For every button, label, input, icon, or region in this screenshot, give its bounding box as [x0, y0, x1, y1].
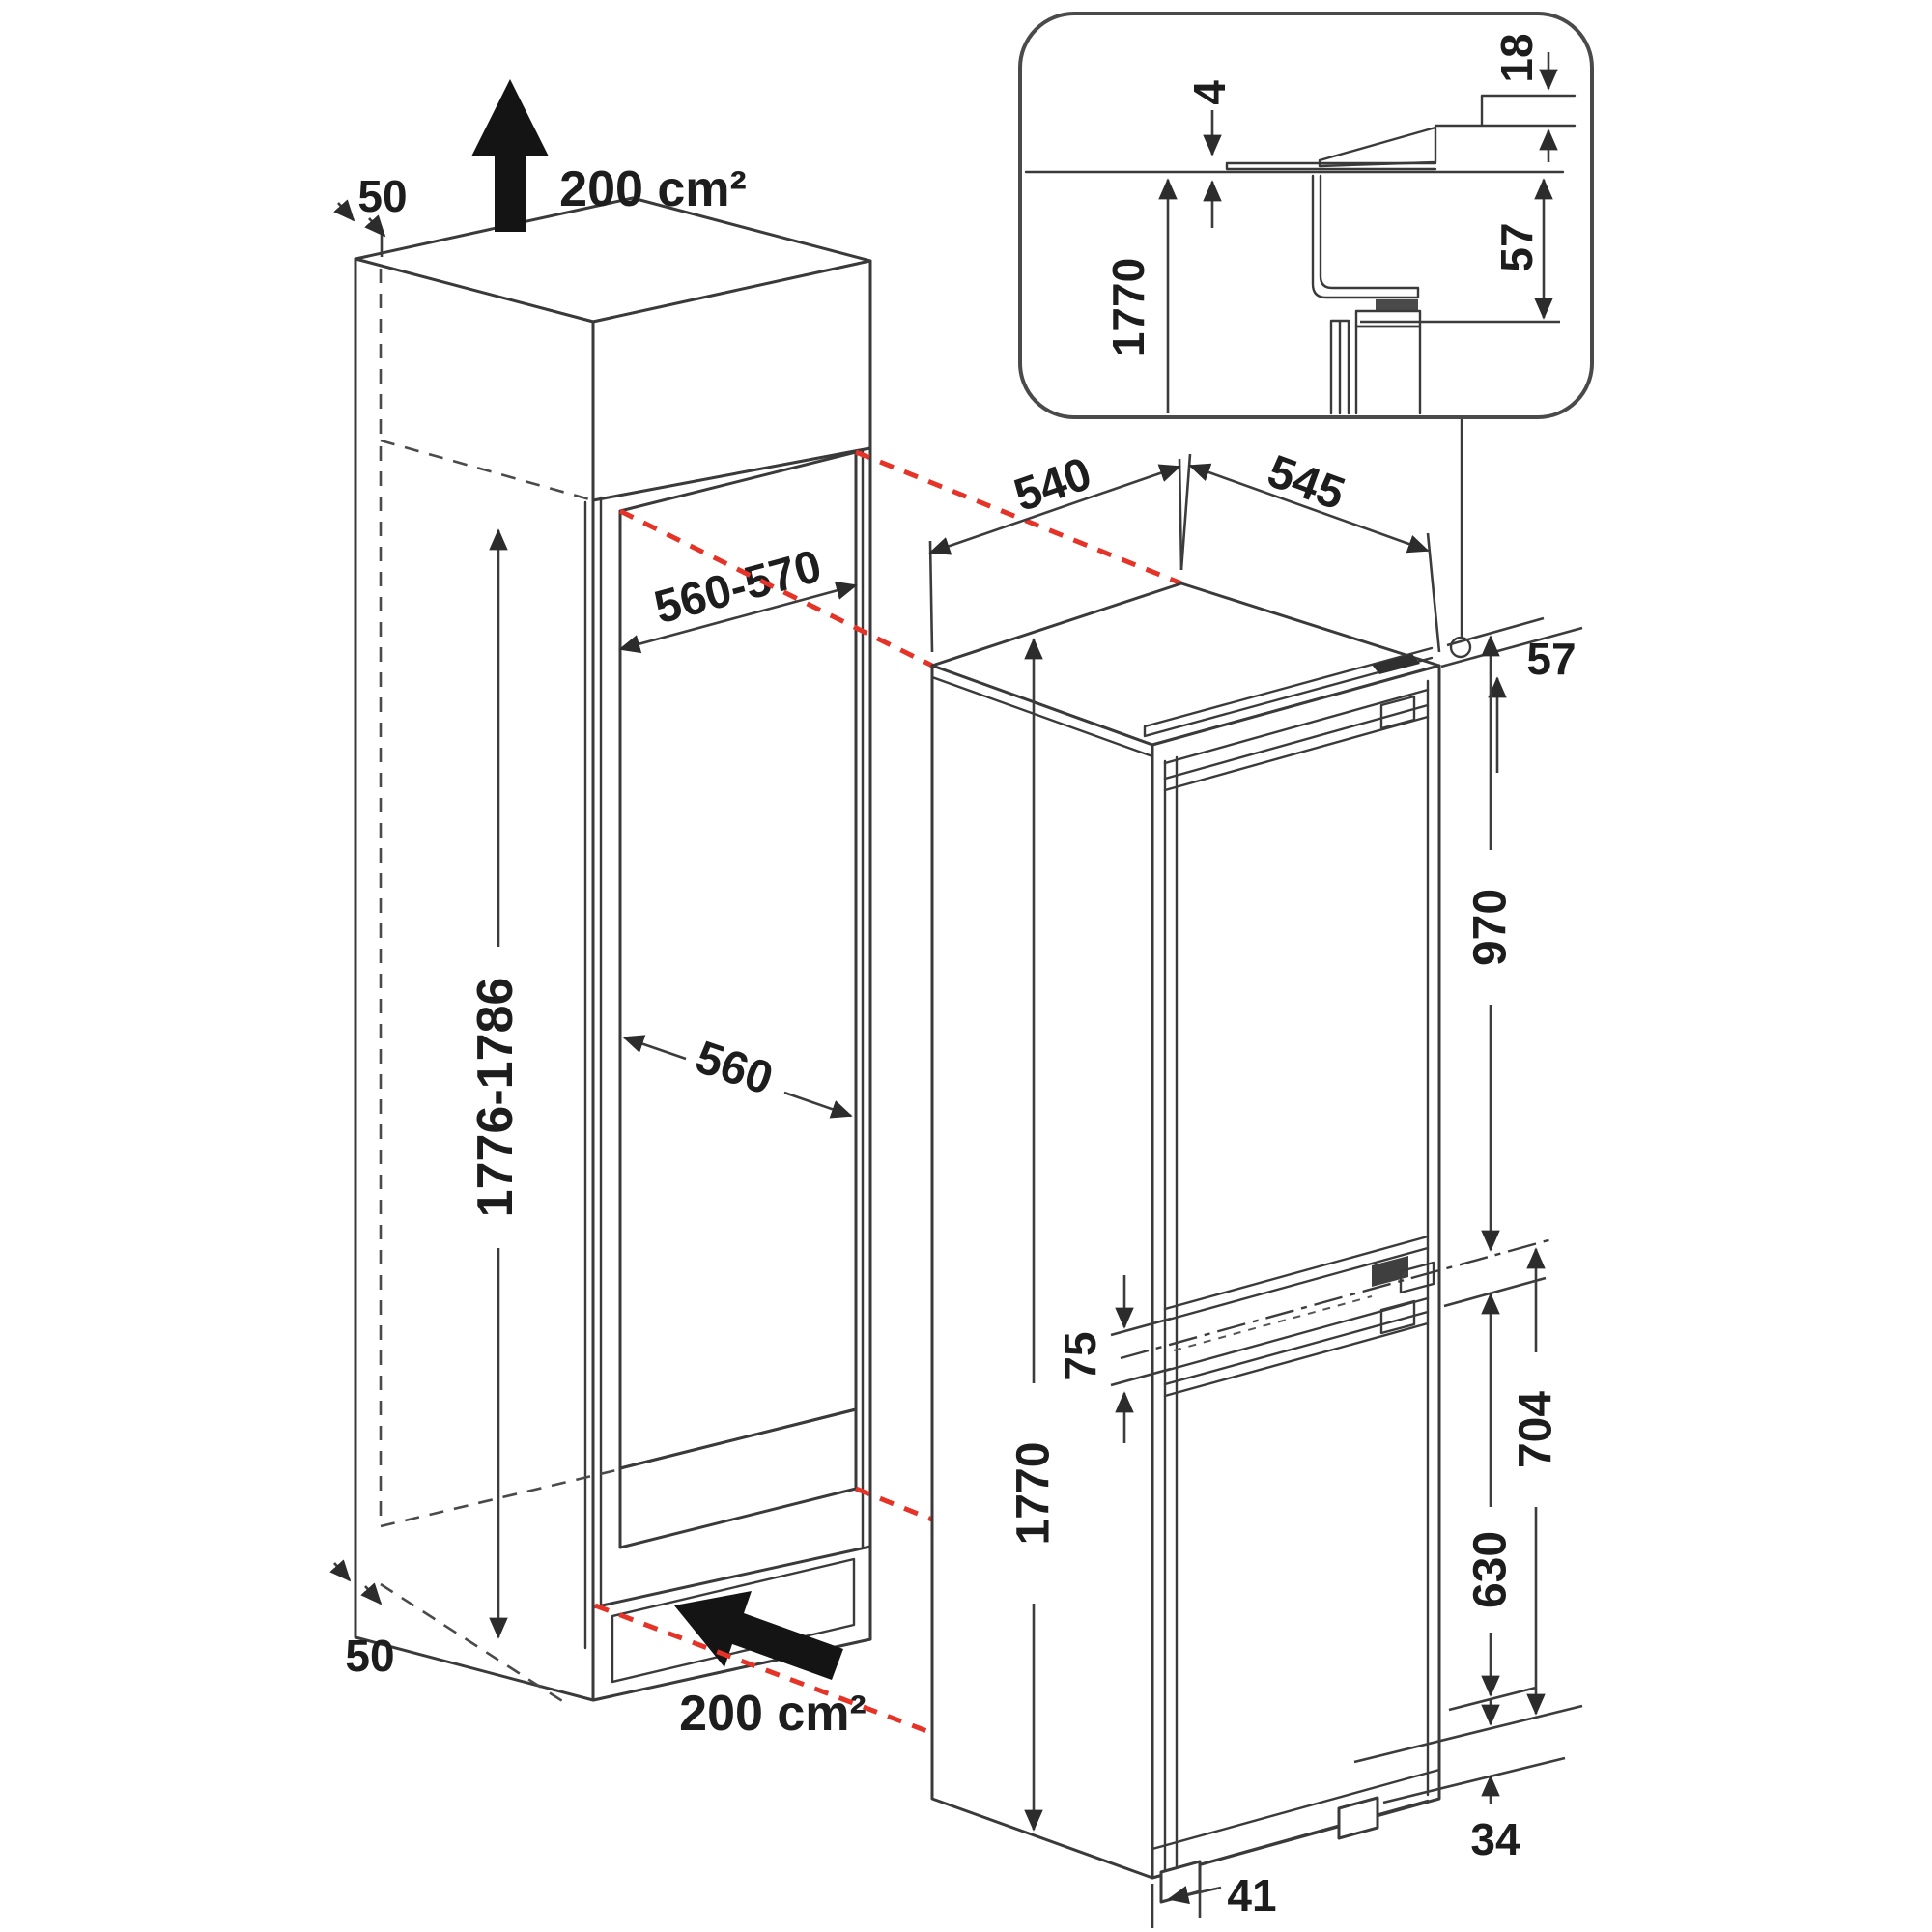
- inset-bracket-clip: [1376, 299, 1418, 311]
- inset-frame: [1018, 12, 1594, 419]
- door-edge-lines: [1163, 679, 1430, 1876]
- guide-bottom-left: [594, 1603, 933, 1736]
- appliance-side-face: [930, 664, 1154, 1880]
- inset-dim-gap: 4: [1184, 80, 1235, 228]
- dim-height-label: 1770: [1009, 1442, 1060, 1546]
- inset-dim-panel: 18: [1492, 33, 1558, 162]
- guide-top-right: [855, 449, 1182, 586]
- dim-arrow: [333, 199, 355, 222]
- dim-door-gap: 75: [1055, 1275, 1172, 1443]
- door-grip-light: [1399, 1261, 1435, 1294]
- dim-niche-height-label: 1776-1786: [468, 978, 524, 1218]
- alignment-guides: [594, 449, 1182, 1736]
- dim-base-recess-label: 41: [1227, 1870, 1276, 1920]
- dim-hinge-to-bottom-label: 704: [1511, 1391, 1562, 1468]
- rear-foot: [1337, 1796, 1379, 1840]
- dim-extension: [1443, 1276, 1547, 1712]
- inset-anchor-bracket: [1311, 174, 1420, 299]
- dim-extension: [1440, 626, 1583, 668]
- dim-extension: [1151, 1874, 1202, 1928]
- dim-line: [783, 1091, 853, 1119]
- dim-door-overhang-label: 34: [1470, 1814, 1520, 1864]
- vent-grille-inner: [611, 1557, 856, 1684]
- inset-appliance-body: [1354, 325, 1422, 415]
- door-grip-dark: [1372, 1256, 1408, 1287]
- dim-freezer-door-height-label: 630: [1465, 1531, 1517, 1608]
- dim-extension: [1110, 1317, 1172, 1387]
- dim-arrow: [364, 214, 386, 238]
- airflow-bottom-arrow-icon: [674, 1591, 843, 1680]
- dim-door-gap-label: 75: [1055, 1331, 1105, 1380]
- guide-top-left: [618, 508, 934, 668]
- cabinet-drawing: [354, 79, 872, 1708]
- dim-fridge-door-height-label: 970: [1465, 889, 1517, 966]
- dim-bottom-clearance: 50: [329, 1559, 395, 1681]
- dim-width-label: 545: [1261, 445, 1350, 520]
- inset-worktop-step: [1434, 94, 1577, 128]
- inset-wedge: [1318, 126, 1437, 168]
- dim-line: [928, 464, 1181, 555]
- dim-extension: [1353, 1704, 1583, 1804]
- dim-top-vent-label: 200 cm²: [559, 161, 747, 217]
- inset-panel-label: 18: [1492, 33, 1542, 82]
- bottom-edge-lines: [1151, 1768, 1441, 1876]
- dim-top-hinge-offset: 57: [1440, 626, 1583, 773]
- fridge-door-handle-notch: [1379, 695, 1416, 730]
- dim-bottom-vent-label: 200 cm²: [679, 1686, 867, 1742]
- appliance-drawing: [930, 417, 1556, 1904]
- dim-extension: [1446, 616, 1545, 647]
- inset-height-label: 1770: [1103, 258, 1153, 356]
- guide-bottom-right: [855, 1486, 933, 1522]
- dim-top-hinge-offset-label: 57: [1526, 634, 1576, 684]
- dim-niche-height: 1776-1786: [468, 528, 524, 1639]
- appliance-dimensions: 540 545 57 970 704 630: [928, 445, 1583, 1928]
- dim-door-overhang: 34: [1353, 1698, 1583, 1864]
- freezer-door-handle-notch: [1379, 1299, 1416, 1335]
- dim-freezer-door-height: 630: [1443, 1276, 1547, 1712]
- door-split-axis-line: [1120, 1236, 1556, 1360]
- dim-arrow: [360, 1582, 383, 1605]
- inset-gap-label: 4: [1184, 80, 1235, 105]
- dim-bottom-clearance-label: 50: [345, 1631, 394, 1681]
- inset-hinge-label: 57: [1492, 222, 1542, 271]
- inset-cabinet-layers: [1329, 319, 1350, 415]
- dim-height: 1770: [1009, 638, 1060, 1832]
- dim-line: [1188, 463, 1430, 554]
- airflow-up-arrow-icon: [471, 79, 549, 232]
- niche-jamb-lines: [583, 448, 865, 1650]
- dim-fridge-door-height: 970: [1446, 616, 1545, 1252]
- fridge-door-handle-groove: [1163, 688, 1430, 792]
- top-hinge-plate: [1372, 654, 1420, 674]
- dim-top-clearance-label: 50: [357, 171, 407, 221]
- inset-dim-height: 1770: [1103, 178, 1178, 413]
- dim-hinge-to-bottom: 704: [1511, 1247, 1562, 1716]
- dim-base-recess: 41: [1151, 1870, 1277, 1928]
- dim-depth-label: 540: [1009, 448, 1098, 522]
- detail-reference-circle: [1449, 636, 1472, 659]
- top-trim-rail: [930, 646, 1434, 758]
- dim-line: [618, 581, 858, 654]
- dim-arrow: [329, 1559, 352, 1582]
- door-gap-hatch: [1173, 1295, 1373, 1351]
- dim-top-clearance: 50: [333, 171, 408, 257]
- dim-arrow: [1167, 1886, 1222, 1905]
- inset-dim-hinge: 57: [1360, 178, 1560, 324]
- dim-line: [622, 1035, 687, 1061]
- door-gap-lines: [1163, 1235, 1430, 1398]
- detail-inset: 1770 4 18 57: [1018, 12, 1594, 419]
- hidden-edge-lines: [379, 269, 621, 1708]
